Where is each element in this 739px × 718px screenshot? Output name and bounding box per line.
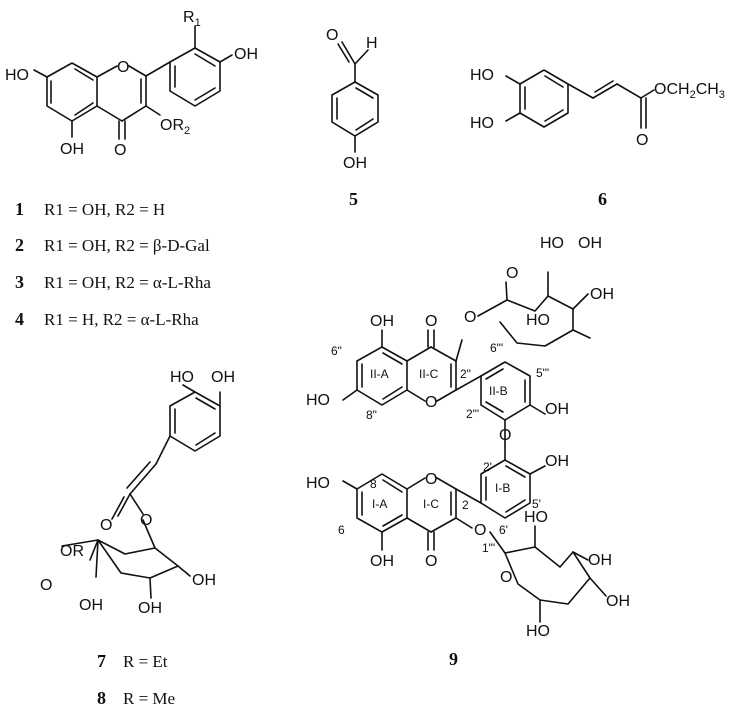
label-OH: OH <box>545 453 569 470</box>
ring-label: II-C <box>419 367 439 381</box>
compound-number: 9 <box>449 649 458 669</box>
label-HO: HO <box>526 623 550 640</box>
label-OH: OH <box>370 553 394 570</box>
compound-definition: R1 = OH, R2 = β-D-Gal <box>44 236 210 255</box>
ring-label: I-A <box>372 497 387 511</box>
label-OH: OH <box>578 235 602 252</box>
label-O: O <box>114 142 126 159</box>
label-R1: R1 <box>183 9 201 29</box>
atom-number: 2 <box>462 498 469 512</box>
label-HO: HO <box>470 115 494 132</box>
label-OR2: OR2 <box>160 117 190 137</box>
label-HO: HO <box>526 312 550 329</box>
label-HO: HO <box>170 369 194 386</box>
label-OH: OH <box>590 286 614 303</box>
compound-number: 3 <box>15 272 24 292</box>
label-HO: HO <box>5 67 29 84</box>
ring-label: I-B <box>495 481 510 495</box>
label-OH: OH <box>192 572 216 589</box>
label-O: O <box>140 512 152 529</box>
label-OH: OH <box>234 46 258 63</box>
ring-label: II-B <box>489 384 508 398</box>
label-OH: OH <box>60 141 84 158</box>
label-O: O <box>425 471 437 488</box>
label-OH: OH <box>588 552 612 569</box>
label-O: O <box>636 132 648 149</box>
structure-9-labels: HO OH O OH HO OH O O 6" II-A II-C 2" 6"'… <box>306 235 630 640</box>
compound-number: 6 <box>598 189 607 209</box>
compound-number: 7 <box>97 651 106 671</box>
label-HO: HO <box>524 509 548 526</box>
label-O: O <box>425 313 437 330</box>
label-O: O <box>40 577 52 594</box>
compound-number: 2 <box>15 235 24 255</box>
label-O: O <box>474 522 486 539</box>
compound-definition: R1 = H, R2 = α-L-Rha <box>44 310 199 329</box>
atom-number: 6 <box>338 523 345 537</box>
compound-number: 4 <box>15 309 24 329</box>
label-O: O <box>499 427 511 444</box>
atom-number: 6"' <box>490 341 503 355</box>
atom-number: 8 <box>370 477 377 491</box>
atom-number: 6" <box>331 344 342 358</box>
label-OR: OR <box>60 543 84 560</box>
label-OH: OH <box>606 593 630 610</box>
atom-number: 2" <box>460 367 471 381</box>
label-O: O <box>464 309 476 326</box>
atom-number: 5"' <box>536 366 549 380</box>
compound-definition: R1 = OH, R2 = α-L-Rha <box>44 273 211 292</box>
label-OH: OH <box>211 369 235 386</box>
label-O: O <box>506 265 518 282</box>
ring-label: I-C <box>423 497 439 511</box>
compound-definition: R1 = OH, R2 = H <box>44 200 165 219</box>
label-HO: HO <box>470 67 494 84</box>
label-O: O <box>425 553 437 570</box>
label-H: H <box>366 35 378 52</box>
label-O: O <box>100 517 112 534</box>
compound-number: 1 <box>15 199 24 219</box>
structure-6 <box>505 69 655 129</box>
compound-definition: R = Me <box>123 689 175 708</box>
label-OH: OH <box>343 155 367 172</box>
label-O: O <box>500 569 512 586</box>
label-HO: HO <box>540 235 564 252</box>
compound-definition: R = Et <box>123 652 168 671</box>
atom-number: 5' <box>532 497 541 511</box>
structure-5 <box>331 41 379 153</box>
atom-number: 1"' <box>482 541 495 555</box>
compound-number: 8 <box>97 688 106 708</box>
ring-label: II-A <box>370 367 389 381</box>
label-O: O <box>425 394 437 411</box>
atom-number: 2"' <box>466 407 479 421</box>
compound-list: 1 R1 = OH, R2 = H 2 R1 = OH, R2 = β-D-Ga… <box>15 199 211 329</box>
label-OCH2CH3: OCH2CH3 <box>654 81 725 101</box>
atom-number: 6' <box>499 523 508 537</box>
label-HO: HO <box>306 475 330 492</box>
label-O: O <box>326 27 338 44</box>
compound-number: 5 <box>349 189 358 209</box>
label-OH: OH <box>370 313 394 330</box>
label-OH: OH <box>138 600 162 617</box>
structure-9 <box>342 271 607 623</box>
atom-number: 8" <box>366 408 377 422</box>
structure-7-8 <box>61 384 221 599</box>
structure-flavonol <box>33 25 233 140</box>
label-OH: OH <box>79 597 103 614</box>
label-O: O <box>117 59 129 76</box>
label-OH: OH <box>545 401 569 418</box>
label-HO: HO <box>306 392 330 409</box>
atom-number: 2' <box>483 460 492 474</box>
